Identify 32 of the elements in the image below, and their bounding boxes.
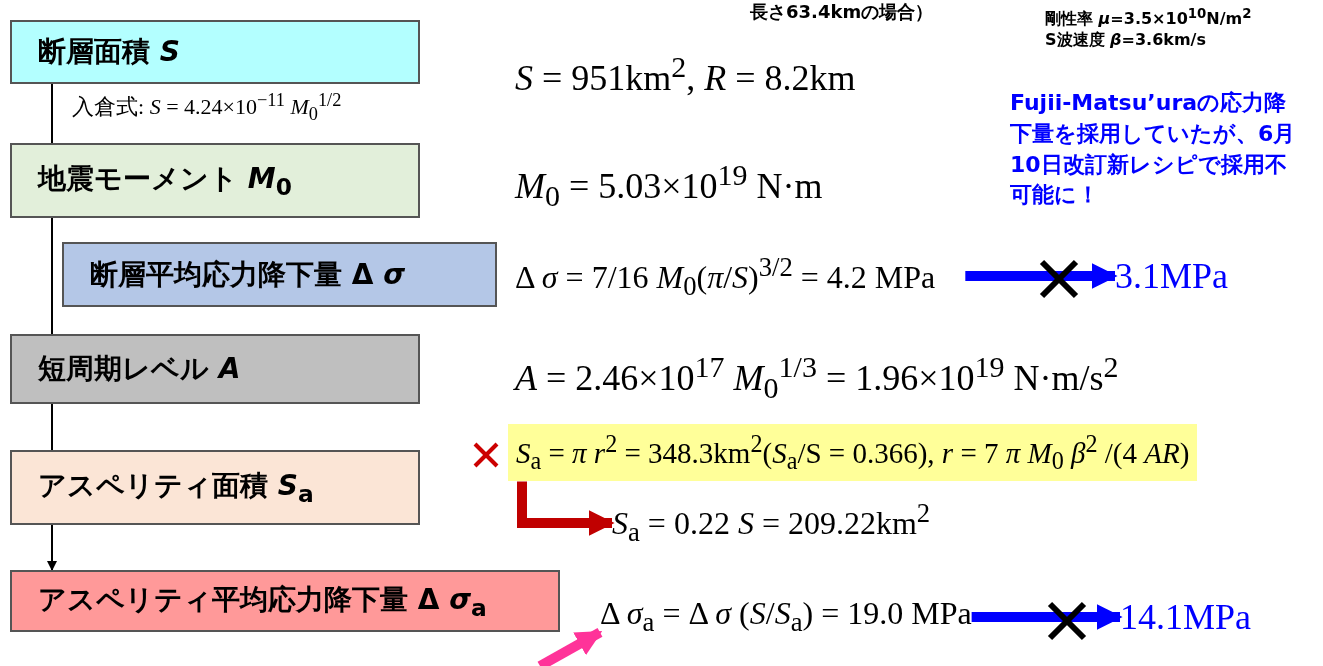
result-value: 14.1MPa bbox=[1120, 596, 1251, 638]
arrow bbox=[965, 263, 1118, 289]
formula-text: S = 951km$^{2}$, R = 8.2km bbox=[515, 50, 856, 99]
process-box bbox=[10, 143, 420, 218]
formula-text: M$_{0}$ = 5.03×10$^{19}$ N·m bbox=[515, 158, 823, 214]
formula-text: Δ σ = 7/16 M$_{0}$(π/S)$^{3/2}$ = 4.2 MPa bbox=[515, 252, 936, 303]
formula-text: S$_{a}$ = 0.22 S = 209.22km$^{2}$ bbox=[612, 498, 931, 549]
formula-text: Δ σ$_{a}$ = Δ σ (S/S$_{a}$) = 19.0 MPa bbox=[600, 595, 972, 639]
box-label: アスペリティ面積 S$_{a}$ bbox=[38, 468, 314, 508]
process-box bbox=[10, 334, 420, 404]
label-text: 剛性率 μ=3.5×10$^{10}$N/m$^{2}$ bbox=[1045, 6, 1252, 31]
connector-line bbox=[51, 83, 53, 144]
connector-line bbox=[51, 403, 53, 451]
label-text: S波速度 β=3.6km/s bbox=[1045, 30, 1206, 51]
note-text: Fujii-Matsu’uraの応力降下量を採用していたが、6月10日改訂新レシピで採用不可能に！ bbox=[1010, 89, 1297, 210]
arrow bbox=[537, 628, 603, 666]
arrow bbox=[971, 604, 1123, 630]
process-box bbox=[10, 570, 560, 632]
result-value: 3.1MPa bbox=[1115, 255, 1228, 297]
connector-line bbox=[51, 217, 53, 335]
label-text: 長さ63.4kmの場合） bbox=[750, 0, 934, 24]
process-box bbox=[10, 450, 420, 525]
box-label: 断層平均応力降下量 Δ σ bbox=[90, 256, 405, 293]
highlighted-formula: S$_{a}$ = π r$^{2}$ = 348.3km$^{2}$(S$_{a}$/S = 0.366), r = 7 π M$_{0}$ β$^{2}$ /(4 AR) bbox=[508, 424, 1198, 482]
process-box bbox=[62, 242, 497, 307]
process-box bbox=[10, 20, 420, 84]
arrow bbox=[47, 524, 57, 571]
box-label: 地震モーメント M$_{0}$ bbox=[38, 161, 292, 201]
box-label: 断層面積 S bbox=[38, 34, 180, 70]
box-label: アスペリティ平均応力降下量 Δ σ$_{a}$ bbox=[38, 581, 487, 622]
formula-text: A = 2.46×10$^{17}$ M$_{0}$$^{1/3}$ = 1.96×10$^{19}$ N·m/s$^{2}$ bbox=[515, 350, 1119, 406]
box-label: 短周期レベル A bbox=[38, 351, 241, 387]
